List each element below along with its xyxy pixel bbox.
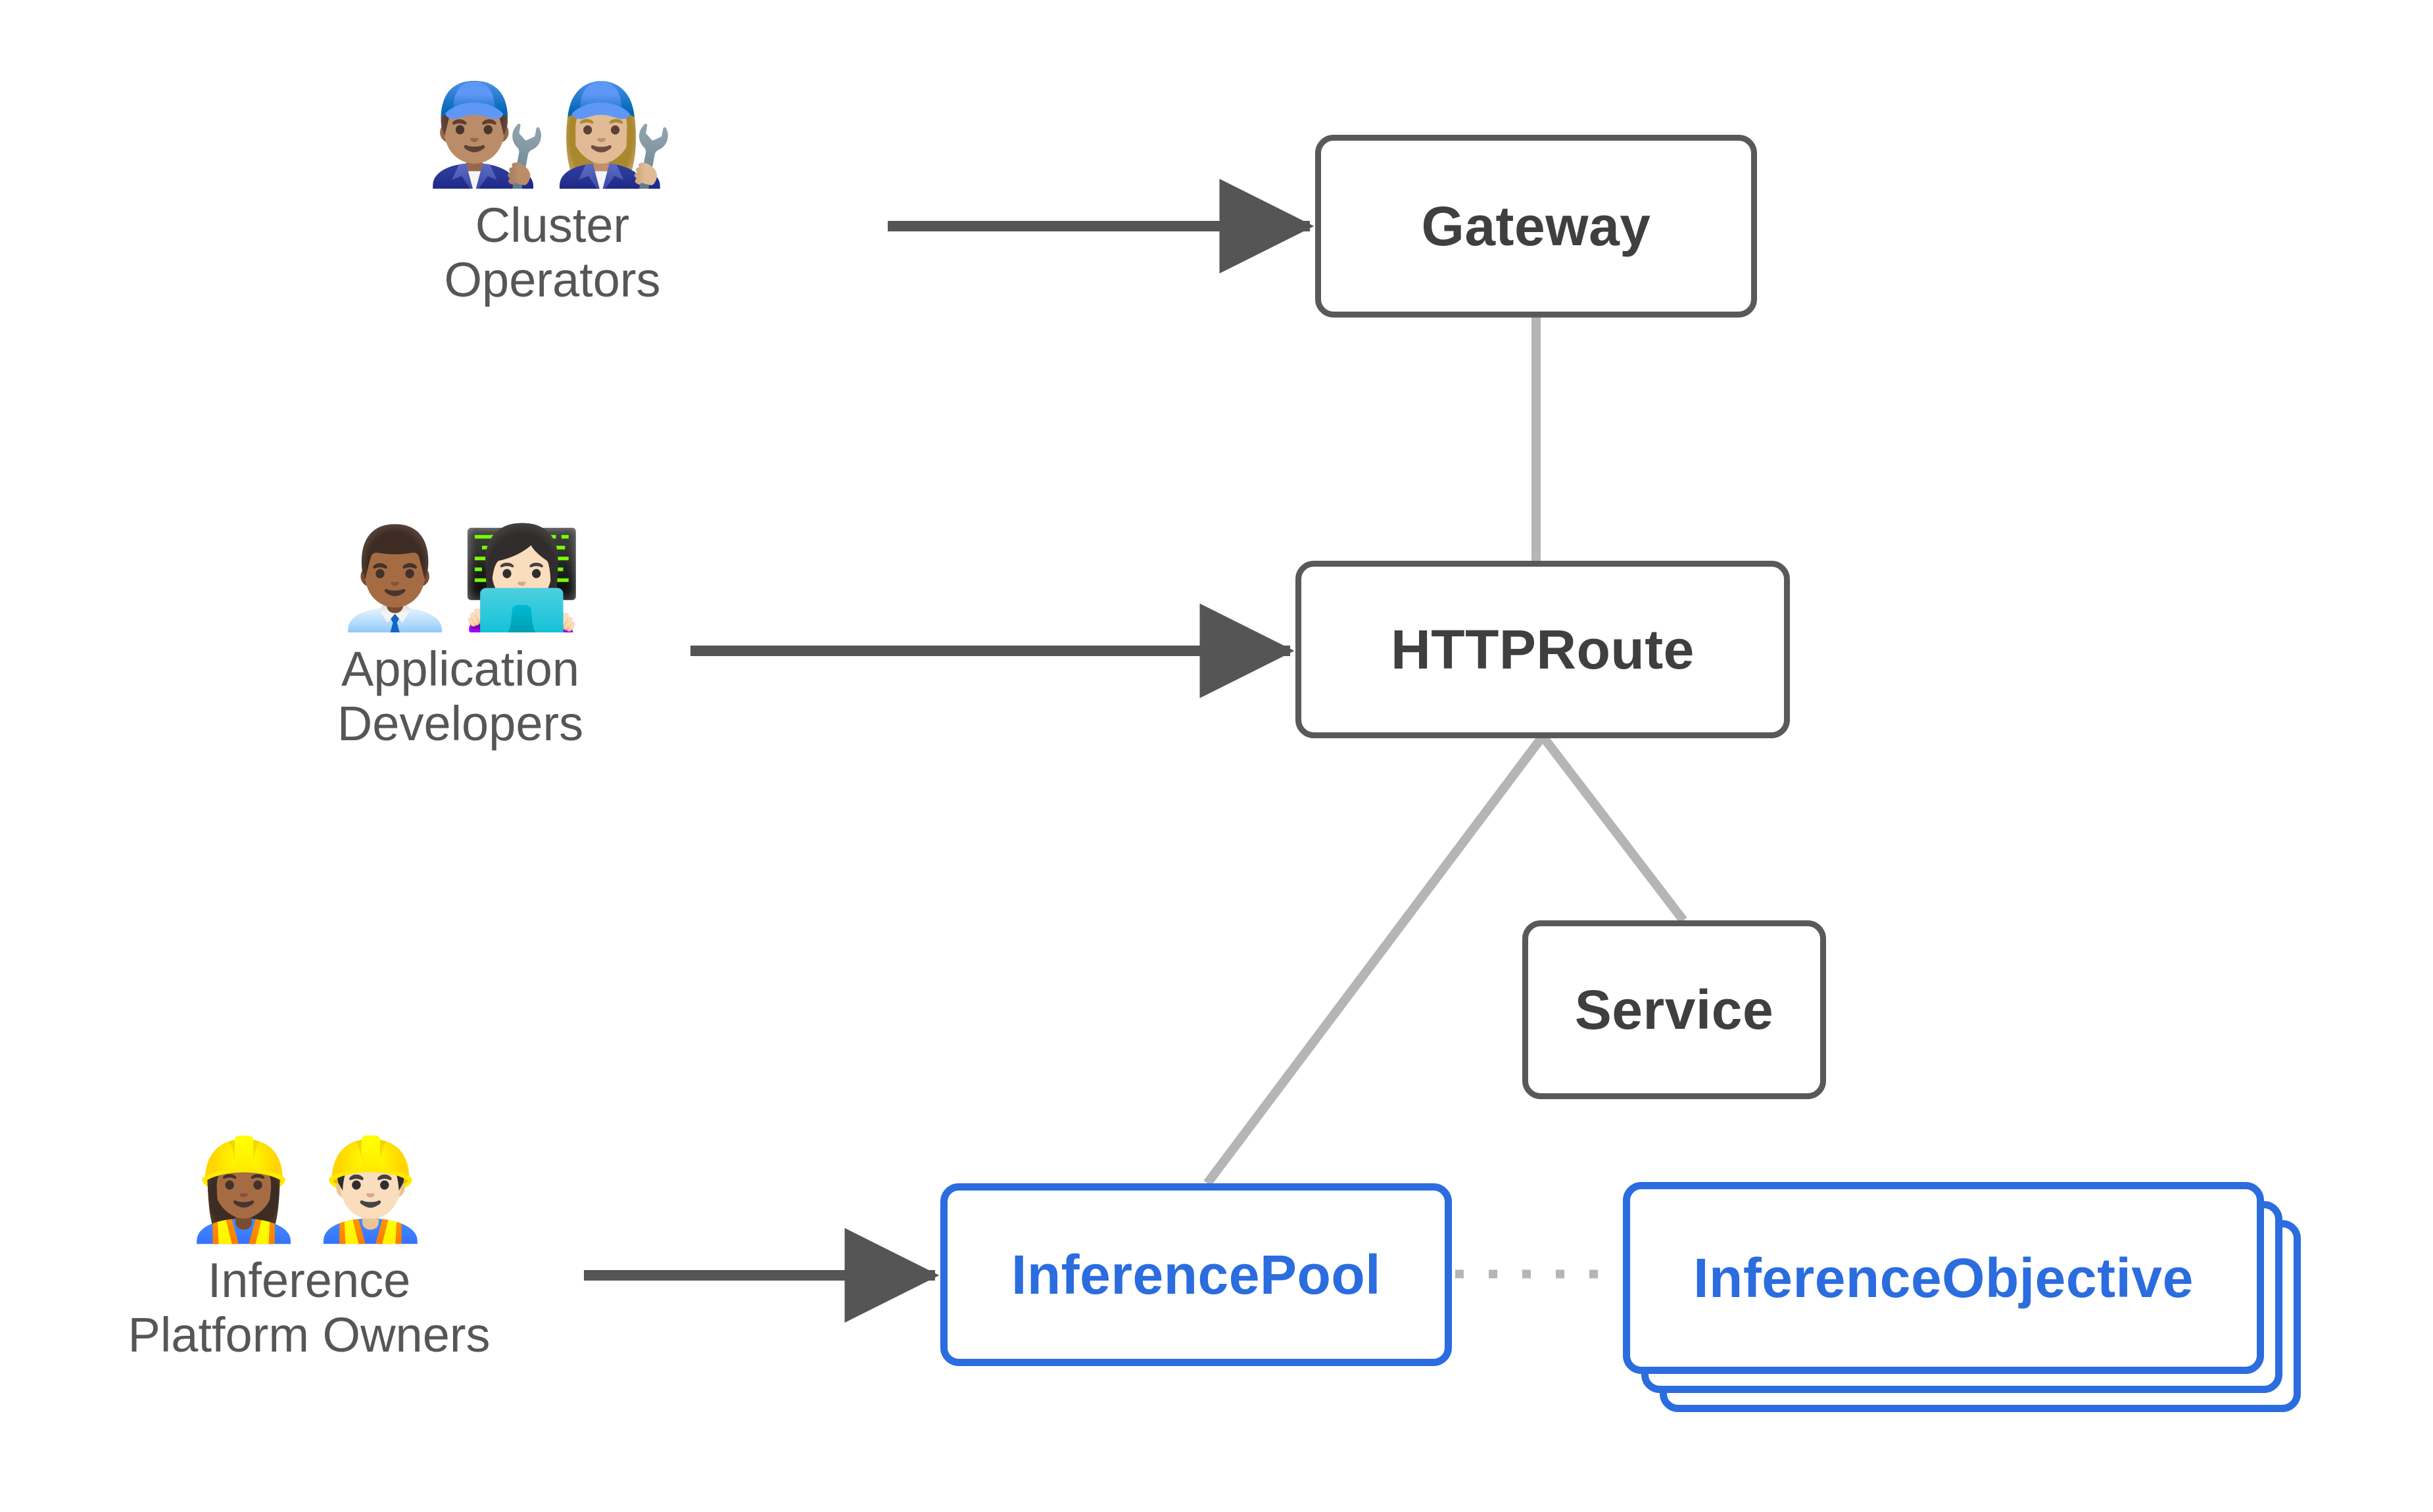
node-service-label: Service xyxy=(1574,979,1774,1041)
cluster-operators-emoji-pair: 👨🏽‍🔧👩🏼‍🔧 xyxy=(425,78,679,192)
inferenceobjective-card-front[interactable]: InferenceObjective xyxy=(1623,1182,2264,1374)
application-developers-label: Application Developers xyxy=(337,642,584,751)
inference-platform-owners-emoji-pair: 👷🏾‍♀️👷🏻‍♂️ xyxy=(182,1133,436,1247)
node-inferenceobjective-stack[interactable]: InferenceObjective xyxy=(1623,1182,2301,1412)
cluster-operators-label: Cluster Operators xyxy=(444,198,661,307)
node-inferencepool-label: InferencePool xyxy=(1011,1244,1381,1306)
edge-httproute-service xyxy=(1539,733,1687,924)
node-gateway[interactable]: Gateway xyxy=(1315,135,1757,318)
inference-platform-owners-label: Inference Platform Owners xyxy=(128,1253,491,1362)
node-httproute-label: HTTPRoute xyxy=(1391,619,1695,680)
node-inferenceobjective-label: InferenceObjective xyxy=(1693,1247,2194,1309)
node-gateway-label: Gateway xyxy=(1421,195,1651,257)
node-service[interactable]: Service xyxy=(1522,920,1826,1099)
actor-inference-platform-owners: 👷🏾‍♀️👷🏻‍♂️ Inference Platform Owners xyxy=(85,1141,533,1363)
actor-cluster-operators: 👨🏽‍🔧👩🏼‍🔧 Cluster Operators xyxy=(368,85,736,308)
edge-httproute-inferencepool xyxy=(1203,733,1547,1187)
actor-application-developers: 👨🏾‍💼👩🏻‍💻 Application Developers xyxy=(276,529,644,751)
application-developers-emoji-pair: 👨🏾‍💼👩🏻‍💻 xyxy=(333,521,587,636)
node-inferencepool[interactable]: InferencePool xyxy=(940,1183,1452,1366)
node-httproute[interactable]: HTTPRoute xyxy=(1295,561,1790,738)
